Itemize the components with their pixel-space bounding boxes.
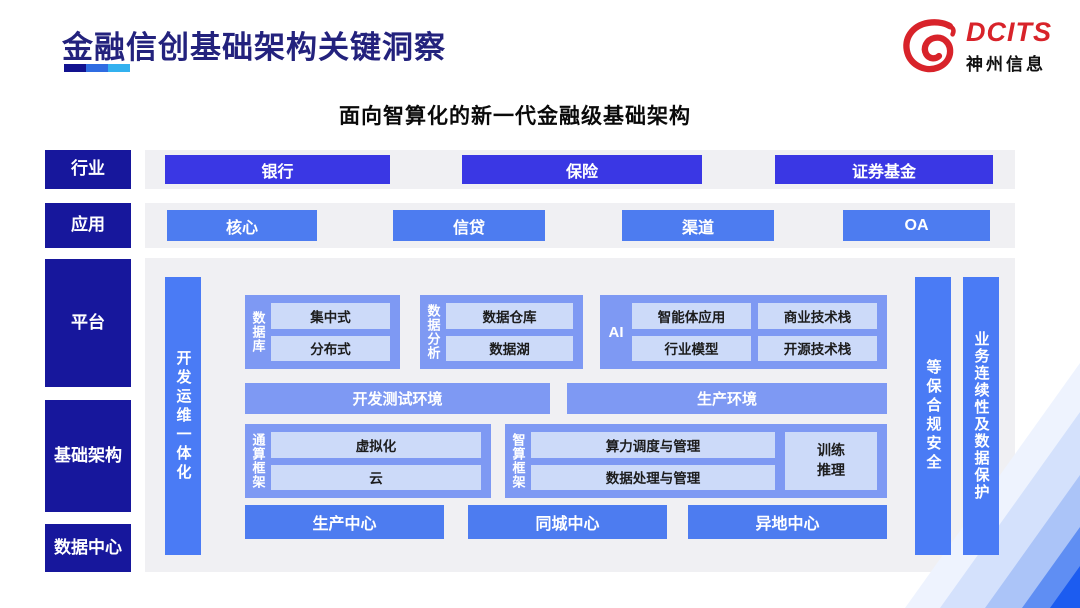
production-center: 生产中心 xyxy=(245,505,444,539)
platform-panel: 开发运维一体化 数据库 集中式 分布式 数据分析 数据仓库 数据湖 AI 智能体… xyxy=(145,258,1015,572)
underline-segment xyxy=(86,64,108,72)
diagram-subtitle: 面向智算化的新一代金融级基础架构 xyxy=(339,105,691,128)
underline-segment xyxy=(64,64,86,72)
training-line: 训练 xyxy=(817,442,845,459)
data-analytics-group-label: 数据分析 xyxy=(425,304,441,360)
industry-row: 银行 保险 证券基金 xyxy=(145,150,1015,189)
industry-item-bank: 银行 xyxy=(165,155,390,184)
general-compute-chips: 虚拟化 云 xyxy=(271,432,481,490)
industry-item-securities: 证券基金 xyxy=(775,155,993,184)
dcits-logo: DCITS 神州信息 xyxy=(900,18,1052,76)
chip-virtualization: 虚拟化 xyxy=(271,432,481,458)
app-item-core: 核心 xyxy=(167,210,317,241)
app-item-oa: OA xyxy=(843,210,990,241)
ai-chips: 智能体应用 商业技术栈 行业模型 开源技术栈 xyxy=(632,303,877,361)
database-chips: 集中式 分布式 xyxy=(271,303,390,361)
application-row: 核心 信贷 渠道 OA xyxy=(145,203,1015,248)
layer-label-application: 应用 xyxy=(45,203,131,248)
industry-item-insurance: 保险 xyxy=(462,155,702,184)
ai-compute-framework-label: 智算框架 xyxy=(510,433,526,489)
chip-data-processing: 数据处理与管理 xyxy=(531,464,775,490)
data-analytics-chips: 数据仓库 数据湖 xyxy=(446,303,573,361)
chip-centralized: 集中式 xyxy=(271,303,390,329)
chip-data-warehouse: 数据仓库 xyxy=(446,303,573,329)
chip-industry-model: 行业模型 xyxy=(632,335,751,361)
remote-center: 异地中心 xyxy=(688,505,887,539)
logo-company: 神州信息 xyxy=(966,55,1046,74)
underline-segment xyxy=(108,64,130,72)
chip-opensource-stack: 开源技术栈 xyxy=(758,335,877,361)
chip-agent-app: 智能体应用 xyxy=(632,303,751,329)
dcits-swirl-icon xyxy=(903,19,956,73)
general-compute-framework-label: 通算框架 xyxy=(250,433,266,489)
layer-label-datacenter: 数据中心 xyxy=(45,524,131,572)
title-underline-decoration xyxy=(64,64,130,72)
layer-label-platform: 平台 xyxy=(45,259,131,387)
logo-text: DCITS 神州信息 xyxy=(966,19,1052,75)
database-group: 数据库 集中式 分布式 xyxy=(245,295,400,369)
business-continuity-bar: 业务连续性及数据保护 xyxy=(963,277,999,555)
inference-line: 推理 xyxy=(817,462,845,478)
dev-test-environment: 开发测试环境 xyxy=(245,383,550,414)
chip-compute-scheduling: 算力调度与管理 xyxy=(531,432,775,458)
layer-label-industry: 行业 xyxy=(45,150,131,189)
chip-cloud: 云 xyxy=(271,464,481,490)
data-analytics-group: 数据分析 数据仓库 数据湖 xyxy=(420,295,583,369)
ai-group: AI 智能体应用 商业技术栈 行业模型 开源技术栈 xyxy=(600,295,887,369)
ai-group-label: AI xyxy=(608,323,624,341)
chip-commercial-stack: 商业技术栈 xyxy=(758,303,877,329)
page-title: 金融信创基础架构关键洞察 xyxy=(62,30,446,65)
app-item-credit: 信贷 xyxy=(393,210,545,241)
app-item-channel: 渠道 xyxy=(622,210,774,241)
production-environment: 生产环境 xyxy=(567,383,887,414)
security-compliance-bar: 等保合规安全 xyxy=(915,277,951,555)
ai-compute-framework-group: 智算框架 算力调度与管理 数据处理与管理 训练 推理 xyxy=(505,424,887,498)
chip-training-inference: 训练 推理 xyxy=(785,432,877,490)
general-compute-framework-group: 通算框架 虚拟化 云 xyxy=(245,424,491,498)
same-city-center: 同城中心 xyxy=(468,505,667,539)
devops-vertical-bar: 开发运维一体化 xyxy=(165,277,201,555)
ai-compute-chips: 算力调度与管理 数据处理与管理 xyxy=(531,432,775,490)
layer-label-infrastructure: 基础架构 xyxy=(45,400,131,512)
chip-distributed: 分布式 xyxy=(271,335,390,361)
database-group-label: 数据库 xyxy=(250,311,266,353)
logo-brand: DCITS xyxy=(966,17,1052,47)
chip-data-lake: 数据湖 xyxy=(446,335,573,361)
